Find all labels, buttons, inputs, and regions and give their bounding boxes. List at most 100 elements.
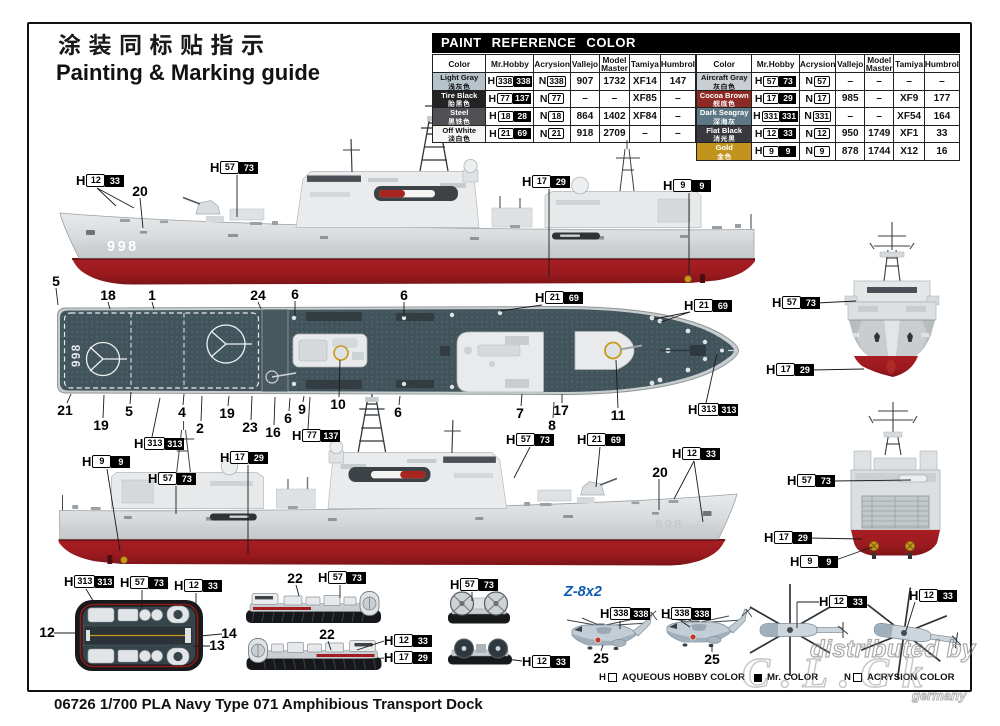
leader-line: [660, 311, 691, 323]
number-callout: 14: [221, 625, 237, 641]
hull-number-bow-left: 998: [851, 333, 860, 339]
humbrol-cell: 177: [923, 89, 961, 108]
paint-table-header: PAINT REFERENCE COLOR: [432, 33, 960, 53]
color-name-chinese: [698, 152, 751, 160]
leader-line: [600, 644, 604, 652]
humbrol-cell: –: [659, 89, 697, 108]
number-callout: 20: [132, 183, 148, 199]
leader-line: [182, 393, 185, 406]
vallejo-cell: 985: [835, 89, 866, 108]
column-header: Acrysion: [798, 54, 837, 73]
humbrol-cell: 33: [923, 124, 961, 143]
leader-line: [831, 479, 912, 482]
number-callout: 11: [610, 407, 626, 423]
model-master-cell: 2709: [599, 124, 630, 143]
number-callout: 22: [319, 626, 335, 642]
model-master-cell: –: [864, 107, 895, 126]
model-master-cell: –: [599, 89, 630, 108]
leader-line: [513, 446, 531, 479]
color-name-chinese: [434, 135, 485, 142]
number-callout: 5: [125, 403, 133, 419]
column-header: Tamiya: [628, 54, 661, 73]
leader-line: [257, 301, 262, 310]
leader-line: [199, 633, 223, 637]
humbrol-cell: –: [923, 72, 961, 91]
number-callout: 4: [178, 404, 186, 420]
hovercraft-front-view: [448, 591, 510, 624]
leader-line: [680, 620, 691, 628]
number-callout: 18: [100, 287, 116, 303]
model-master-cell: –: [864, 72, 895, 91]
color-swatch-cell: Light Gray: [431, 72, 487, 91]
leader-line: [338, 359, 341, 398]
leader-line: [107, 301, 111, 310]
number-callout: 5: [52, 273, 60, 289]
bow-red-bottom: [854, 356, 918, 377]
gun-turret: [195, 200, 221, 215]
color-swatch-cell: Tire Black: [431, 89, 487, 108]
number-callout: 24: [250, 287, 266, 303]
tamiya-cell: XF14: [628, 72, 661, 91]
tamiya-cell: XF54: [893, 107, 925, 126]
acrysion-box-icon: [852, 673, 862, 682]
color-swatch-cell: Off White: [431, 124, 487, 143]
humbrol-cell: –: [659, 107, 697, 126]
vallejo-cell: –: [835, 107, 866, 126]
leader-line: [139, 197, 144, 229]
number-callout: 9: [298, 401, 306, 417]
tamiya-cell: –: [893, 72, 925, 91]
color-name: Tire Black: [441, 90, 478, 100]
leader-line: [151, 301, 155, 310]
tamiya-cell: XF84: [628, 107, 661, 126]
color-name-chinese: [434, 100, 485, 107]
column-header: Mr.Hobby: [751, 54, 800, 73]
hull-number-deck: 998: [71, 343, 83, 367]
color-name: Light Gray: [440, 73, 479, 82]
column-header: Acrysion: [533, 54, 571, 73]
hull-number-bow-right: 998: [921, 333, 930, 339]
leader-line: [273, 396, 276, 426]
color-swatch-cell: Steel: [431, 107, 487, 126]
hull-number-ship1: 998: [107, 239, 139, 255]
leader-line: [705, 353, 718, 404]
column-header: Vallejo: [569, 54, 601, 73]
column-header: Color: [431, 54, 487, 73]
leader-line: [615, 359, 619, 409]
leader-line: [295, 584, 300, 597]
satcom-radome: [571, 176, 589, 195]
leader-line: [327, 640, 332, 651]
number-callout: 10: [330, 396, 346, 412]
color-swatch-cell: Cocoa Brown: [695, 89, 753, 108]
color-name: Flat Black: [706, 125, 743, 135]
model-master-cell: 1732: [599, 72, 630, 91]
number-callout: 16: [265, 424, 281, 440]
number-callout: 6: [284, 410, 292, 426]
leader-line: [905, 601, 916, 632]
color-name: Gold: [715, 143, 733, 152]
